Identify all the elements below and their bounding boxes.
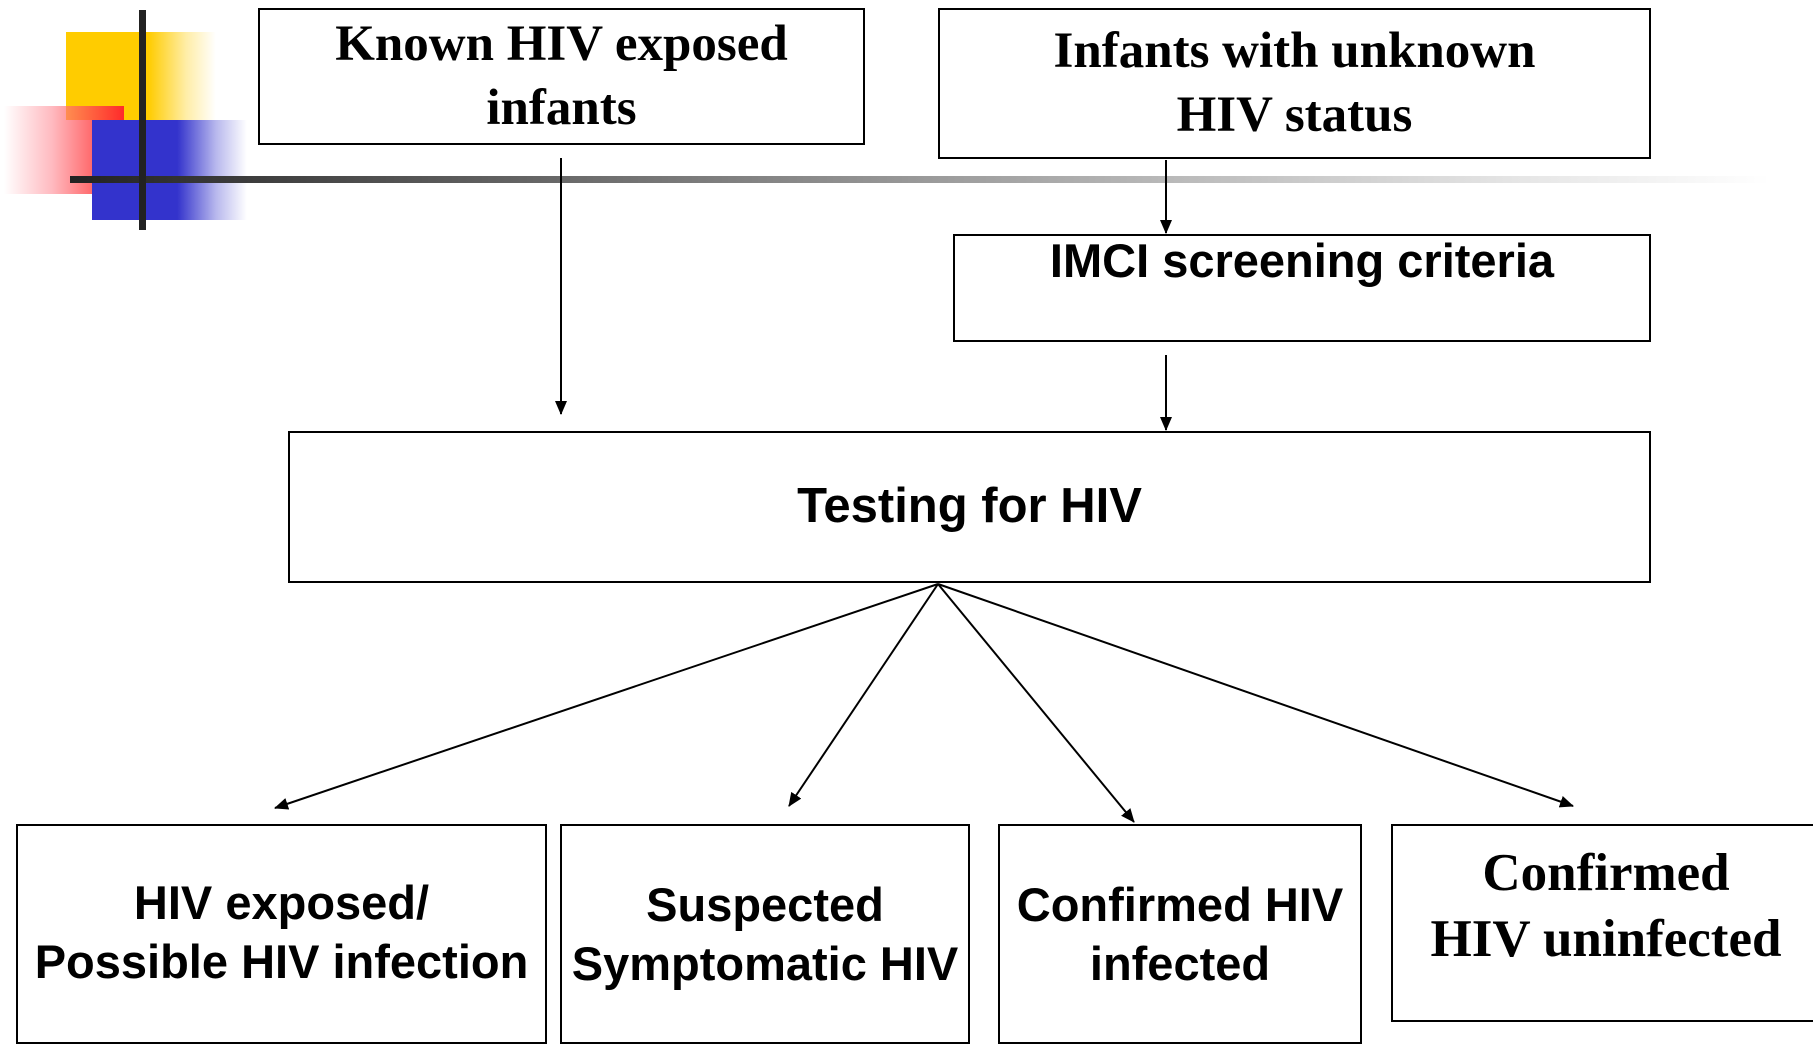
node-testing-for-hiv: Testing for HIV [288,431,1651,583]
node-confirmed-uninfected: Confirmed HIV uninfected [1391,824,1813,1022]
decor-vertical-rule [139,10,146,230]
arrow-testing-to-uninfected [937,583,1574,808]
node-label-testing: Testing for HIV [797,479,1142,534]
node-label-exposed-possible: HIV exposed/ Possible HIV infection [34,876,529,988]
decor-blue-square [92,120,247,220]
node-label-unknown-status: Infants with unknown HIV status [1053,22,1536,143]
node-label-imci: IMCI screening criteria [1049,234,1555,287]
node-label-known-exposed: Known HIV exposed infants [335,15,788,136]
arrow-testing-to-suspected [788,583,939,807]
node-label-suspected: Suspected Symptomatic HIV [571,878,959,990]
decor-horizontal-rule [70,176,1770,183]
node-suspected-symptomatic: Suspected Symptomatic HIV [560,824,970,1044]
node-hiv-exposed-possible: HIV exposed/ Possible HIV infection [16,824,547,1044]
node-imci-screening: IMCI screening criteria [953,234,1651,342]
arrow-testing-to-exposed [274,583,939,810]
node-confirmed-infected: Confirmed HIV infected [998,824,1362,1044]
node-label-confirmed-uninfected: Confirmed HIV uninfected [1430,844,1782,969]
node-label-confirmed-infected: Confirmed HIV infected [1016,878,1344,990]
node-infants-unknown-status: Infants with unknown HIV status [938,8,1651,159]
node-known-hiv-exposed-infants: Known HIV exposed infants [258,8,865,145]
arrow-testing-to-confirmed [937,583,1135,823]
